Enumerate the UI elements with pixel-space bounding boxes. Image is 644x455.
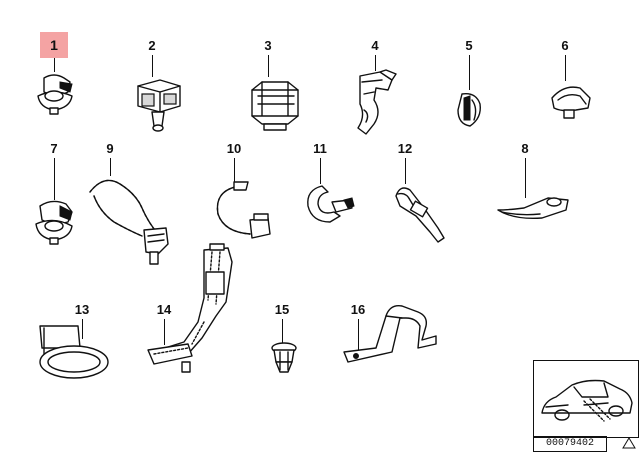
warning-triangle-icon xyxy=(622,437,636,449)
leader-part-3 xyxy=(268,55,269,77)
label-part-8: 8 xyxy=(521,141,529,156)
label-part-13: 13 xyxy=(74,302,90,317)
leader-part-16 xyxy=(358,319,359,353)
car-sedan-icon xyxy=(541,379,633,422)
flat-clip-part-8 xyxy=(497,197,569,220)
cable-channel-part-14 xyxy=(147,243,233,373)
leader-part-10 xyxy=(234,158,235,184)
leader-part-12 xyxy=(405,158,406,184)
bracket-clip-part-3 xyxy=(251,81,299,131)
label-part-14: 14 xyxy=(156,302,172,317)
leader-part-13 xyxy=(82,319,83,339)
saddle-clip-part-6 xyxy=(551,86,591,119)
label-part-12: 12 xyxy=(397,141,413,156)
label-part-15: 15 xyxy=(274,302,290,317)
label-part-11: 11 xyxy=(313,141,327,156)
label-part-16: 16 xyxy=(350,302,366,317)
leader-part-11 xyxy=(320,158,321,184)
label-part-7: 7 xyxy=(50,141,58,156)
ring-clip-part-7 xyxy=(35,200,73,245)
cable-clip-part-4 xyxy=(357,69,397,135)
ribbed-strap-part-9 xyxy=(89,179,169,265)
label-part-10: 10 xyxy=(226,141,242,156)
leader-part-15 xyxy=(282,319,283,343)
label-part-6: 6 xyxy=(561,38,569,53)
leader-part-9 xyxy=(110,158,111,176)
label-part-1: 1 xyxy=(40,32,68,58)
leader-part-7 xyxy=(54,158,55,200)
push-pin-part-15 xyxy=(271,342,297,373)
leader-part-14 xyxy=(164,319,165,345)
leader-part-4 xyxy=(375,55,376,71)
label-part-5: 5 xyxy=(465,38,473,53)
double-clip-part-2 xyxy=(137,79,181,132)
bent-bracket-part-16 xyxy=(343,305,437,363)
band-clamp-part-11 xyxy=(307,185,355,223)
document-number: 00079402 xyxy=(533,436,607,452)
cable-tie-part-12 xyxy=(395,187,445,243)
leader-part-6 xyxy=(565,55,566,81)
leader-part-8 xyxy=(525,158,526,198)
ring-clip-part-1 xyxy=(37,74,73,115)
vehicle-thumbnail xyxy=(533,360,639,438)
label-part-9: 9 xyxy=(106,141,114,156)
leader-part-5 xyxy=(469,55,470,90)
ring-holder-part-13 xyxy=(39,325,109,379)
label-part-3: 3 xyxy=(264,38,272,53)
half-clip-part-5 xyxy=(457,93,481,127)
curved-strap-part-10 xyxy=(216,181,271,239)
label-part-4: 4 xyxy=(371,38,379,53)
label-part-2: 2 xyxy=(148,38,156,53)
leader-part-1 xyxy=(54,58,55,72)
leader-part-2 xyxy=(152,55,153,77)
